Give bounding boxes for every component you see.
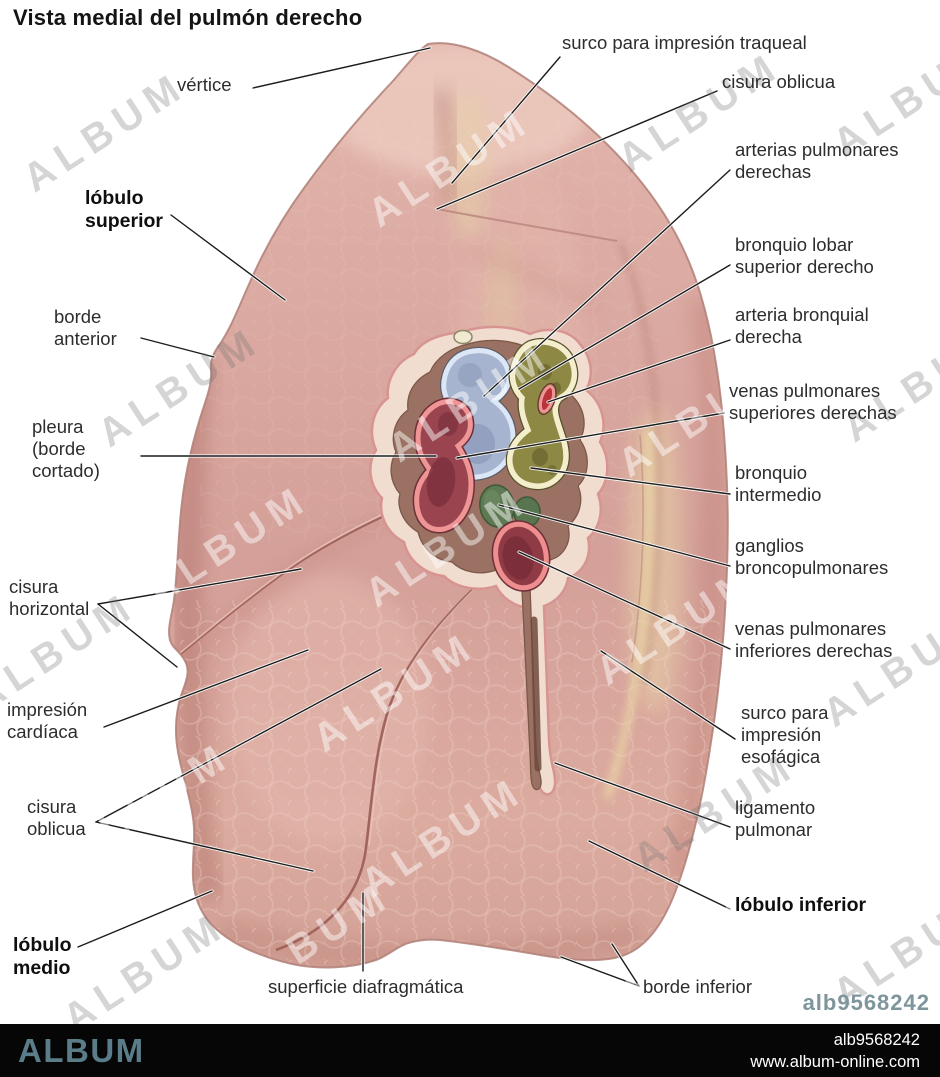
label-lobulo-inferior: lóbulo inferior [735, 894, 867, 916]
footer-image-id: alb9568242 [833, 1031, 920, 1049]
label-surco-traqueal: surco para impresión traqueal [562, 32, 807, 53]
label-surco-esofagica: surco para impresión esofágica [741, 702, 829, 767]
label-venas-superiores: venas pulmonares superiores derechas [729, 380, 897, 423]
label-ganglios: ganglios broncopulmonares [735, 535, 889, 578]
label-arteria-bronquial: arteria bronquial derecha [735, 304, 869, 347]
label-ligamento-pulmonar: ligamento pulmonar [735, 797, 816, 840]
label-arterias-pulmonares: arterias pulmonares derechas [735, 139, 899, 182]
label-cisura-oblicua-izquierda: cisura oblicua [27, 796, 86, 839]
label-pleura: pleura (borde cortado) [32, 416, 100, 481]
label-lobulo-medio: lóbulo medio [13, 934, 72, 979]
album-logo: ALBUM [18, 1032, 145, 1069]
label-superficie-diafragmatica: superficie diafragmática [268, 976, 464, 997]
footer-credits: alb9568242 www.album-online.com [750, 1030, 920, 1074]
footer-website[interactable]: www.album-online.com [750, 1052, 920, 1071]
label-cisura-oblicua-derecha: cisura oblicua [722, 71, 836, 92]
label-borde-inferior: borde inferior [643, 976, 753, 997]
label-venas-inferiores: venas pulmonares inferiores derechas [735, 618, 893, 661]
label-cisura-horizontal: cisura horizontal [9, 576, 90, 619]
label-impresion-cardiaca: impresión cardíaca [7, 699, 88, 742]
label-borde-anterior: borde anterior [54, 306, 117, 349]
label-vertice: vértice [177, 74, 232, 95]
label-bronquio-lobar: bronquio lobar superior derecho [735, 234, 874, 277]
image-id-overlay: alb9568242 [802, 990, 930, 1015]
label-bronquio-intermedio: bronquio intermedio [735, 462, 822, 505]
footer-bar: ALBUM alb9568242 www.album-online.com [0, 1024, 940, 1077]
label-lobulo-superior: lóbulo superior [85, 187, 164, 232]
figure-title: Vista medial del pulmón derecho [13, 5, 363, 30]
